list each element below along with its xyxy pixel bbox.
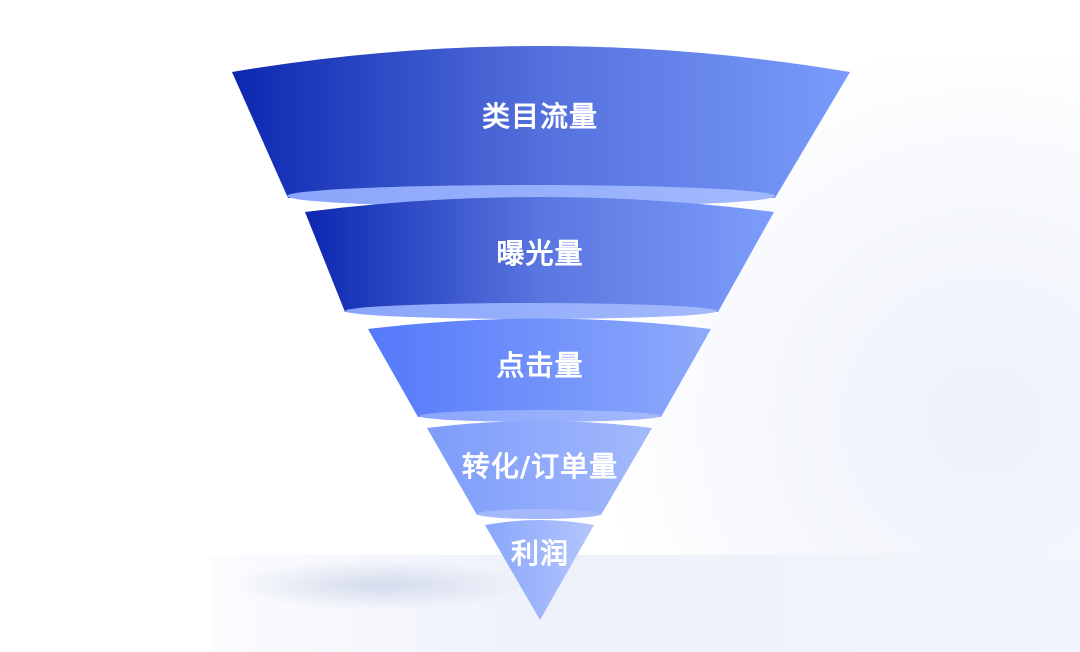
stage-label-conversions: 转化/订单量 xyxy=(461,450,619,483)
stage-label-clicks: 点击量 xyxy=(496,349,584,382)
stage-label-impressions: 曝光量 xyxy=(496,237,584,270)
funnel-stage-3 xyxy=(368,318,711,422)
stage-label-category-traffic: 类目流量 xyxy=(481,100,598,133)
stage-3-rim xyxy=(419,410,661,422)
stage-4-rim xyxy=(477,509,601,519)
funnel-stage-5 xyxy=(485,520,594,620)
funnel-stage-2 xyxy=(305,197,774,319)
stage-2-rim xyxy=(345,303,717,319)
funnel-stage-4 xyxy=(427,421,652,519)
stage-label-profit: 利润 xyxy=(510,537,569,570)
drop-shadow xyxy=(230,560,530,610)
